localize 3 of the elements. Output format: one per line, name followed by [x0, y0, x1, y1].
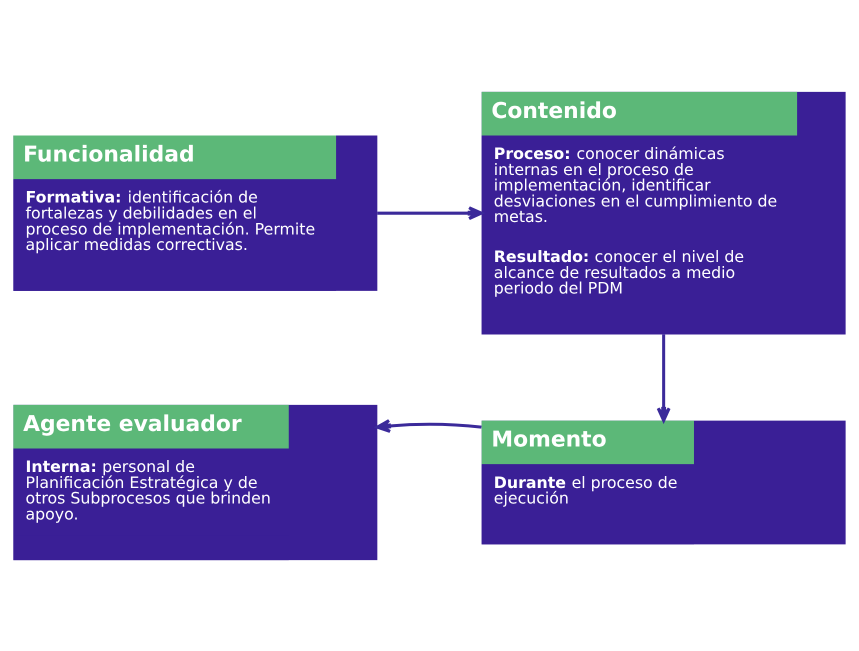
arrow	[377, 206, 483, 220]
arrow	[656, 334, 671, 422]
arrow	[376, 418, 482, 432]
